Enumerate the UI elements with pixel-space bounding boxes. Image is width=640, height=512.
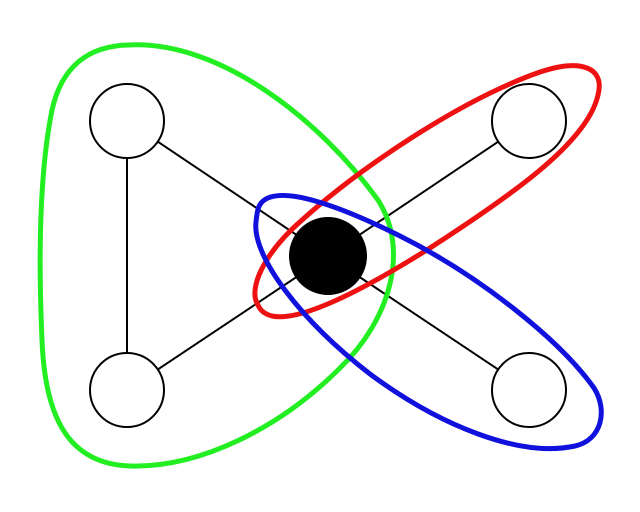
edge-top-left-center <box>126 120 329 257</box>
edge-layer <box>126 120 530 391</box>
node-bottom-right <box>491 352 567 428</box>
node-top-right <box>491 83 567 159</box>
hyperedge-upper-right <box>252 63 602 320</box>
node-top-left <box>89 83 165 159</box>
node-center <box>289 217 367 295</box>
edge-center-bottom-right <box>327 255 530 391</box>
node-layer <box>89 83 567 428</box>
edge-center-top-right <box>327 120 530 257</box>
node-bottom-left <box>89 352 165 428</box>
hyperedge-layer <box>37 42 604 469</box>
edge-bottom-left-center <box>126 255 329 391</box>
hyperedge-lower-right <box>253 193 604 451</box>
